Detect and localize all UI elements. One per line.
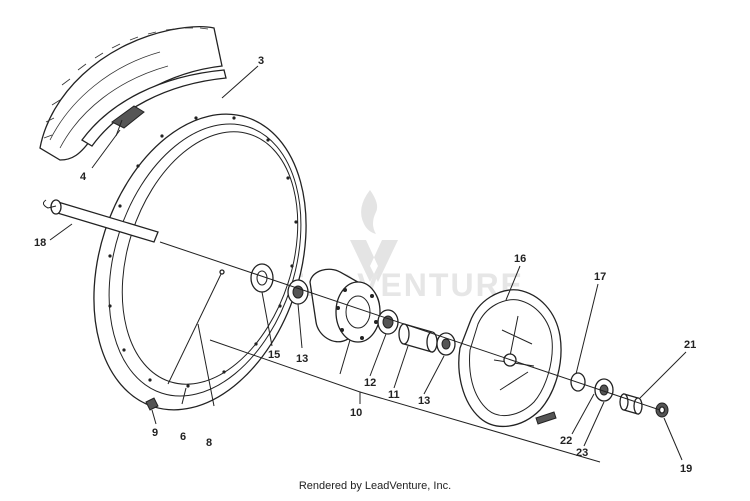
callout-11: 11	[388, 389, 400, 401]
callout-4: 4	[80, 171, 87, 183]
callout-8: 8	[206, 437, 212, 449]
spoke-nipple	[145, 397, 159, 411]
leader-lines	[49, 65, 687, 463]
callout-21: 21	[684, 339, 696, 351]
callout-6: 6	[180, 431, 186, 443]
callout-3: 3	[258, 55, 264, 67]
axle	[42, 199, 159, 243]
callouts: 3 4 18 15 13 12 11 13 10 16 17 21 22 23 …	[34, 55, 696, 475]
footer-credit: Rendered by LeadVenture, Inc.	[298, 480, 452, 492]
callout-22: 22	[560, 435, 572, 447]
spoke	[167, 269, 225, 385]
wheel-rim	[93, 113, 307, 411]
axle-nut	[655, 402, 669, 418]
bearing-left	[287, 279, 309, 305]
callout-9: 9	[152, 427, 158, 439]
brake-disc	[458, 289, 562, 428]
callout-17: 17	[594, 271, 606, 283]
bearing-23	[594, 378, 614, 402]
callout-15: 15	[268, 349, 280, 361]
disc-bolt	[535, 411, 557, 425]
seal-15	[250, 263, 274, 293]
collar-21	[619, 393, 643, 415]
callout-16: 16	[514, 253, 526, 265]
bearing-right	[436, 332, 456, 356]
callout-19: 19	[680, 463, 692, 475]
callout-18: 18	[34, 237, 46, 249]
callout-13: 13	[296, 353, 308, 365]
assembly-axis	[159, 241, 661, 411]
wheel-hub	[309, 268, 381, 343]
callout-23: 23	[576, 447, 588, 459]
callout-13: 13	[418, 395, 430, 407]
callout-12: 12	[364, 377, 376, 389]
callout-10: 10	[350, 407, 362, 419]
bearing-12	[377, 309, 399, 335]
